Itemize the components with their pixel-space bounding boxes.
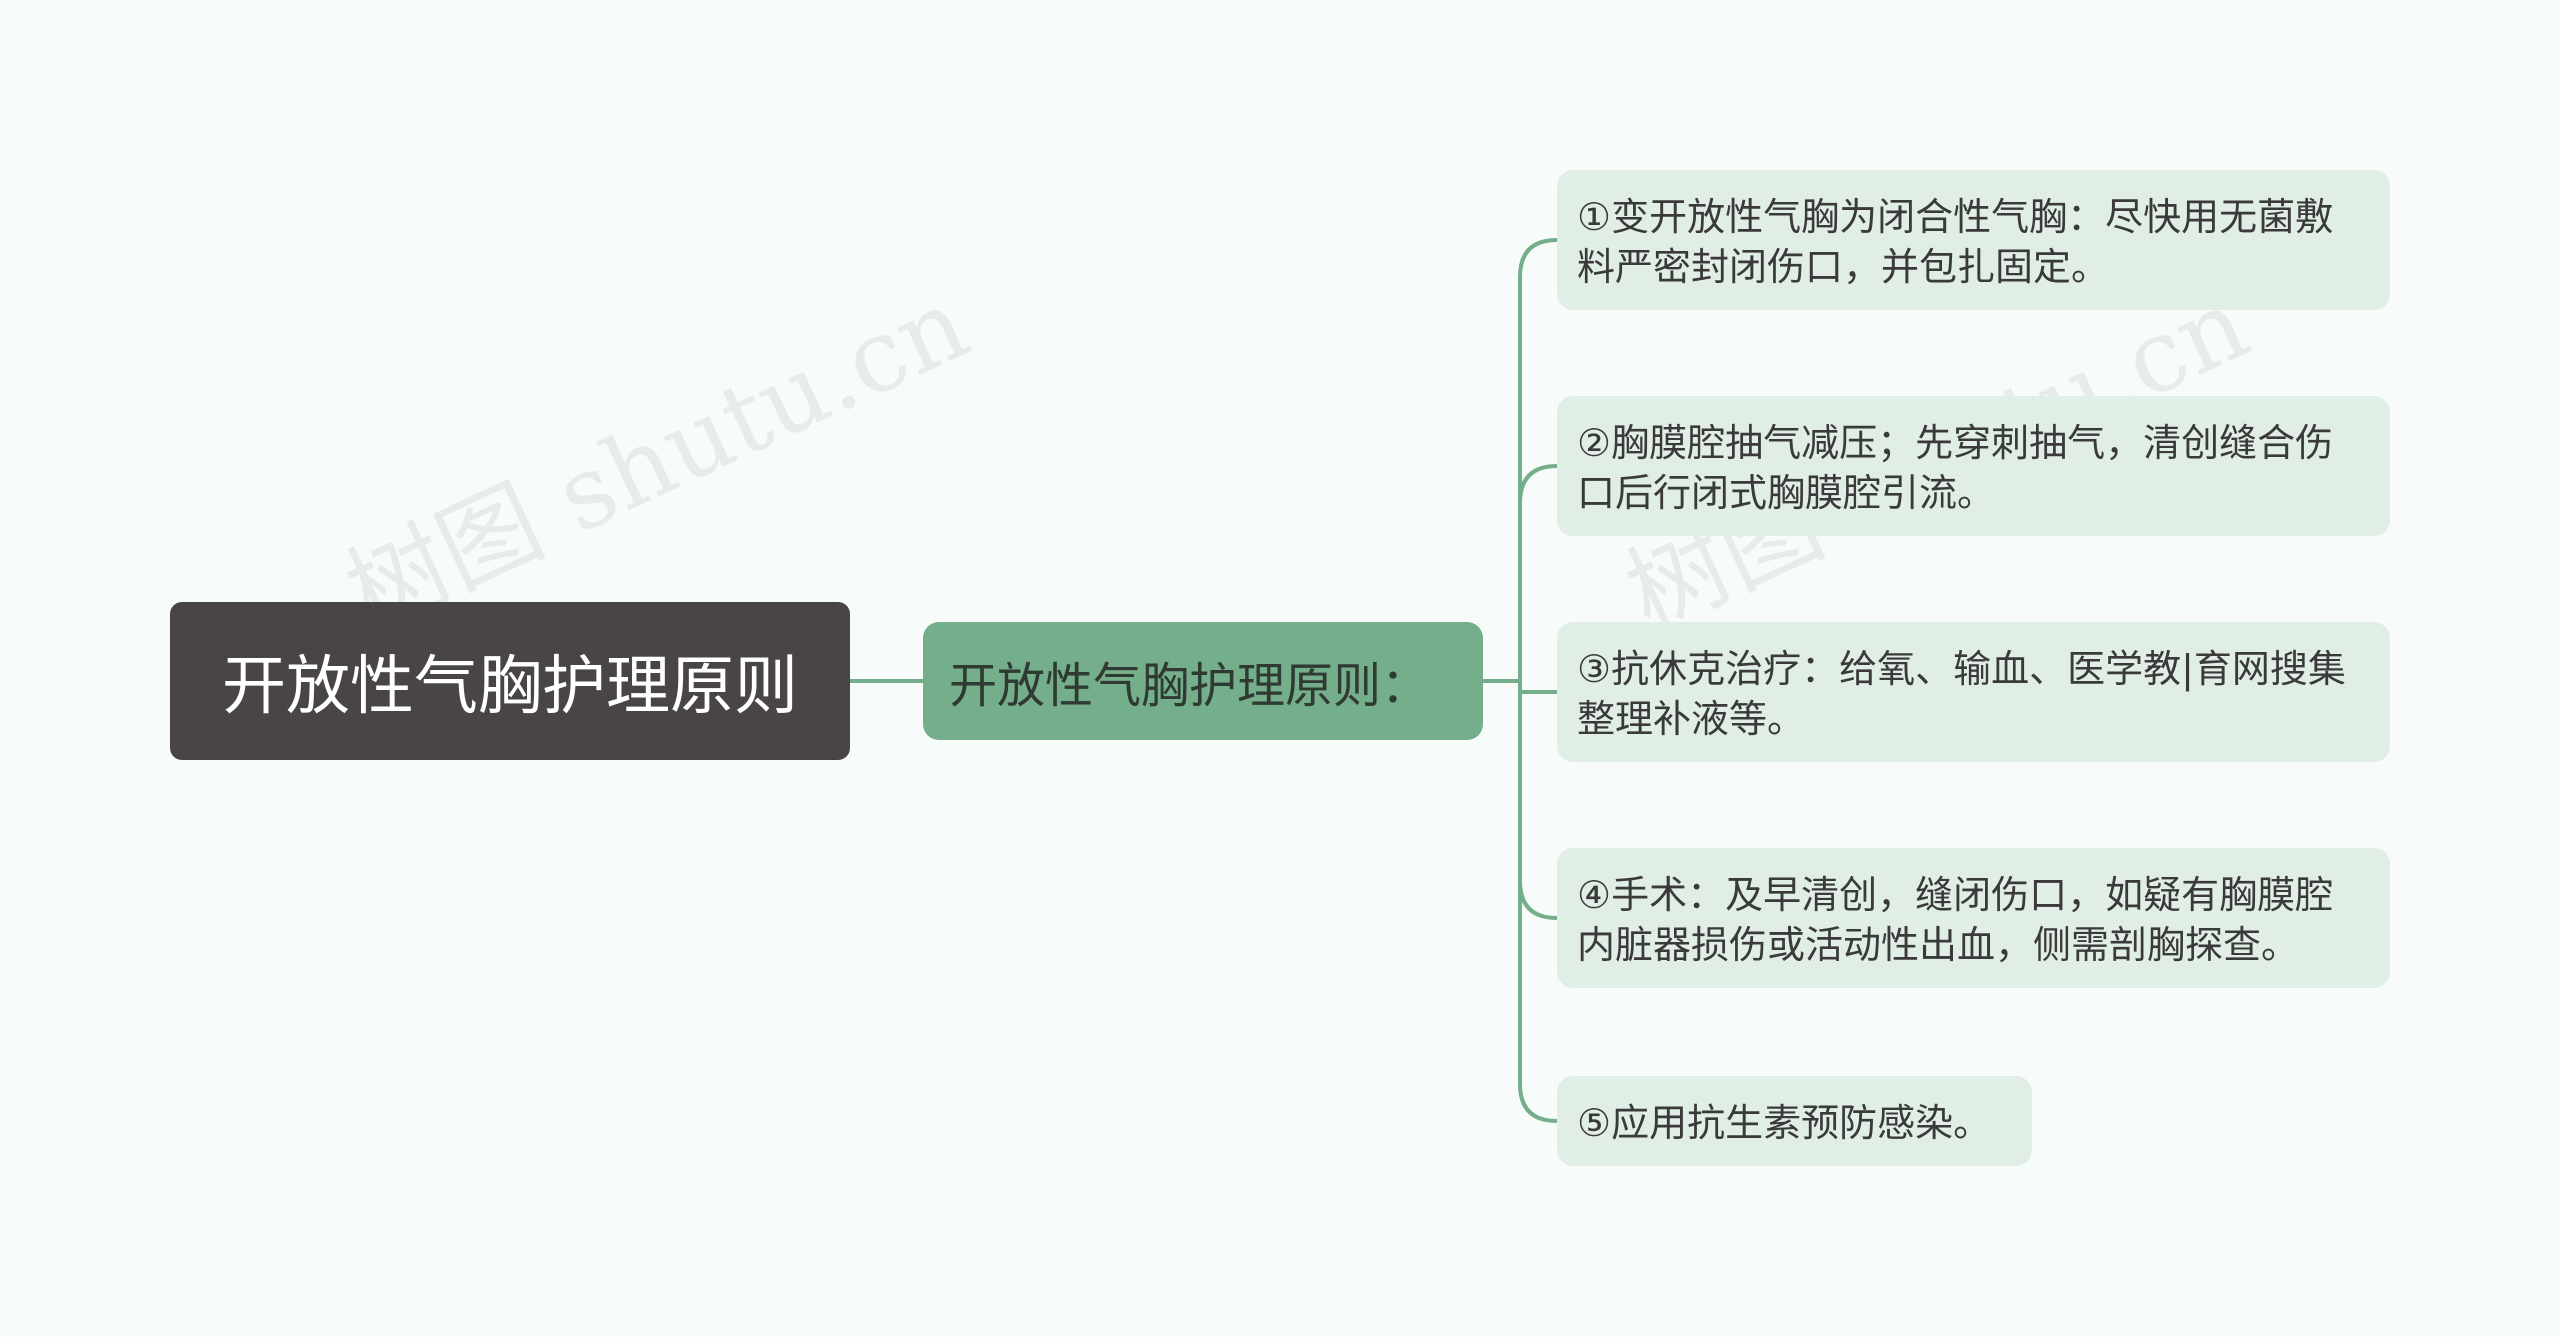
- branch-connector-4: [1518, 879, 1559, 920]
- branch-connector-2: [1518, 464, 1559, 505]
- root-topic[interactable]: 开放性气胸护理原则: [170, 602, 850, 760]
- main-topic[interactable]: 开放性气胸护理原则：: [923, 622, 1483, 740]
- subtopic-2-label: ②胸膜腔抽气减压；先穿刺抽气，清创缝合伤口后行闭式胸膜腔引流。: [1577, 421, 2334, 515]
- subtopic-2[interactable]: ②胸膜腔抽气减压；先穿刺抽气，清创缝合伤口后行闭式胸膜腔引流。: [1557, 396, 2390, 536]
- root-topic-label: 开放性气胸护理原则: [222, 650, 798, 724]
- subtopic-5[interactable]: ⑤应用抗生素预防感染。: [1557, 1076, 2032, 1166]
- subtopic-5-label: ⑤应用抗生素预防感染。: [1577, 1101, 1992, 1145]
- main-topic-label: 开放性气胸护理原则：: [949, 658, 1430, 714]
- branch-spine: [1518, 238, 1559, 1123]
- subtopic-1-label: ①变开放性气胸为闭合性气胸：尽快用无菌敷料严密封闭伤口，并包扎固定。: [1577, 195, 2334, 289]
- subtopic-4-label: ④手术：及早清创，缝闭伤口，如疑有胸膜腔内脏器损伤或活动性出血，侧需剖胸探查。: [1577, 873, 2334, 967]
- subtopic-3-label: ③抗休克治疗：给氧、输血、医学教|育网搜集整理补液等。: [1577, 647, 2346, 741]
- subtopic-1[interactable]: ①变开放性气胸为闭合性气胸：尽快用无菌敷料严密封闭伤口，并包扎固定。: [1557, 170, 2390, 310]
- subtopic-4[interactable]: ④手术：及早清创，缝闭伤口，如疑有胸膜腔内脏器损伤或活动性出血，侧需剖胸探查。: [1557, 848, 2390, 988]
- subtopic-3[interactable]: ③抗休克治疗：给氧、输血、医学教|育网搜集整理补液等。: [1557, 622, 2390, 762]
